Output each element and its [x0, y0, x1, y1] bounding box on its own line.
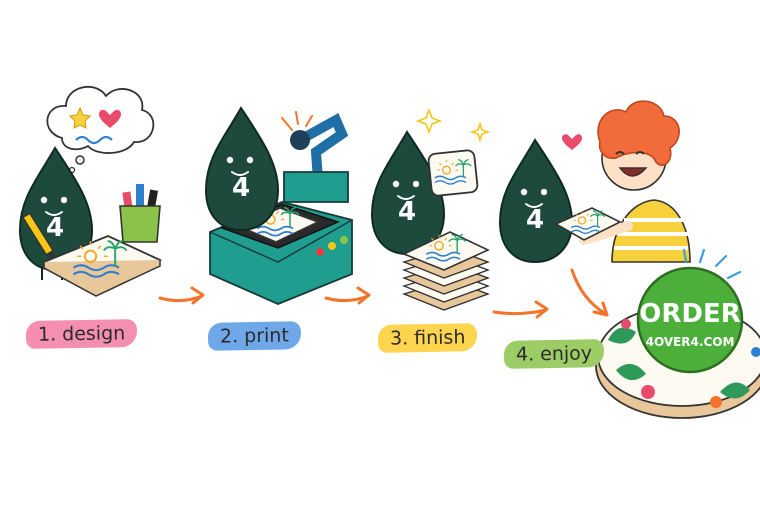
pen-cup	[119, 184, 161, 243]
coaster-enjoy	[554, 207, 622, 241]
step-label-design: 1. design	[25, 319, 138, 349]
sparkle-icon	[469, 121, 491, 143]
mascot-design: 4	[19, 147, 93, 271]
arrow-2-to-3	[324, 286, 371, 305]
mascot-number: 4	[398, 197, 416, 227]
coaster-design	[41, 235, 163, 297]
coaster-held	[427, 149, 479, 197]
step-label-enjoy: 4. enjoy	[503, 339, 605, 369]
arrow-3-to-4	[492, 300, 549, 319]
pencil-icon	[21, 212, 58, 260]
heart-icon	[99, 109, 121, 128]
sparkle-icon	[682, 248, 742, 280]
order-button-url: 4OVER4.COM	[646, 335, 735, 349]
star-icon	[68, 106, 92, 129]
thought-bubble-icon	[46, 86, 155, 174]
order-button-label: ORDER	[639, 299, 741, 329]
coaster-stack	[401, 231, 491, 311]
mascot-number: 4	[46, 213, 64, 243]
arrow-1-to-2	[158, 286, 205, 305]
person-enjoying	[579, 100, 691, 263]
mascot-print: 4	[205, 107, 279, 231]
sparkle-icon	[281, 111, 313, 131]
step-label-print: 2. print	[207, 321, 302, 351]
mascot-number: 4	[232, 173, 250, 203]
mascot-enjoy: 4	[499, 139, 573, 263]
palm-icon	[608, 327, 636, 344]
heart-icon	[562, 134, 582, 150]
step-label-finish: 3. finish	[377, 323, 478, 353]
mascot-finish: 4	[371, 131, 445, 255]
sparkle-icon	[415, 107, 443, 135]
arrow-4-to-order	[570, 268, 609, 317]
order-button[interactable]: ORDER 4OVER4.COM	[636, 266, 744, 374]
mascot-number: 4	[526, 205, 544, 235]
